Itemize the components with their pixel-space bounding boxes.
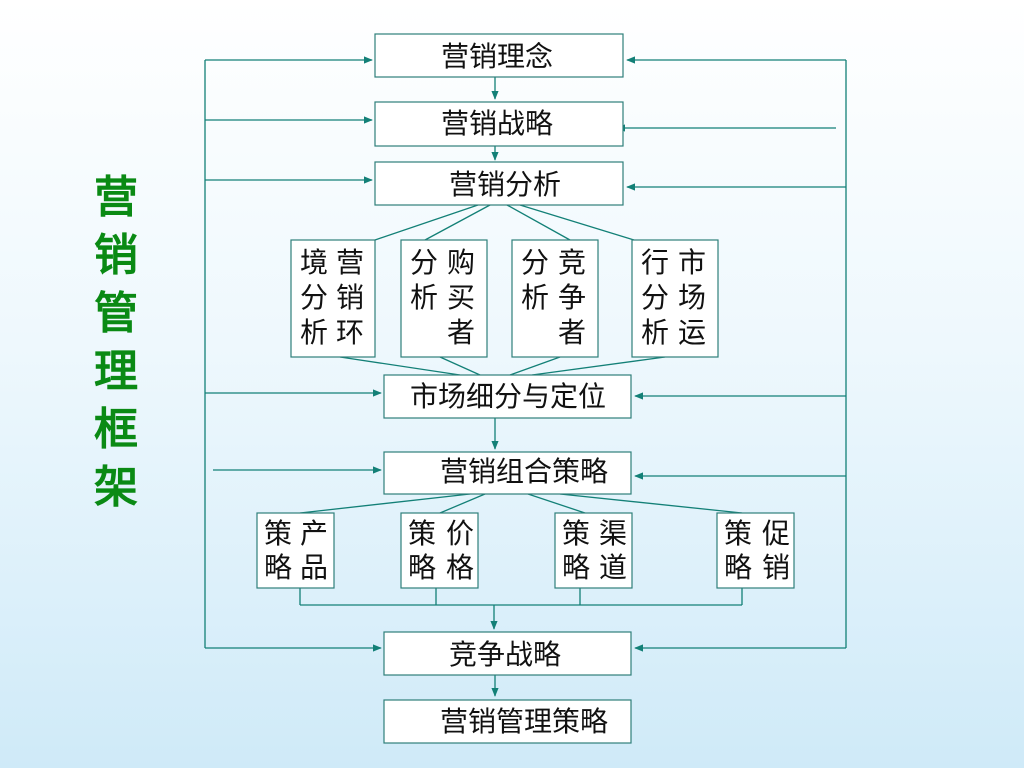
analysis-item-buyer: 购买者 分析 — [400, 239, 488, 358]
title-char-3: 管 — [94, 288, 138, 339]
mix-promotion-left: 策略 — [724, 517, 752, 584]
analysis-item-competitor: 竞争者 分析 — [511, 239, 599, 358]
analysis-env-right: 营销环 — [336, 246, 364, 349]
title-char-6: 架 — [94, 462, 138, 513]
mix-item-price: 价格 策略 — [400, 512, 479, 589]
mix-channel-right: 渠道 — [599, 517, 627, 584]
mix-item-product: 产品 策略 — [256, 512, 335, 589]
node-management: 营销管理策略 — [383, 699, 632, 744]
mix-item-promotion: 促销 策略 — [716, 512, 795, 589]
mix-item-channel: 渠道 策略 — [554, 512, 633, 589]
node-philosophy-label: 营销理念 — [441, 40, 553, 73]
node-analysis: 营销分析 — [374, 161, 624, 206]
title-char-5: 框 — [94, 404, 138, 455]
node-segmentation-label: 市场细分与定位 — [410, 380, 606, 413]
mix-channel-left: 策略 — [562, 517, 590, 584]
title-char-4: 理 — [94, 346, 138, 397]
mix-product-left: 策略 — [264, 517, 292, 584]
analysis-item-market: 市场运 行分析 — [631, 239, 719, 358]
node-management-label: 营销管理策略 — [440, 705, 608, 738]
node-analysis-label: 营销分析 — [449, 168, 561, 201]
mix-product-right: 产品 — [300, 517, 328, 584]
node-competition: 竞争战略 — [383, 631, 632, 676]
title-char-1: 营 — [94, 172, 138, 223]
node-strategy-label: 营销战略 — [441, 107, 553, 140]
title-char-2: 销 — [94, 230, 138, 281]
analysis-competitor-right: 竞争者 — [558, 246, 586, 349]
analysis-buyer-left: 分析 — [410, 246, 438, 314]
connectors — [204, 56, 847, 697]
analysis-market-right: 市场运 — [678, 246, 706, 349]
node-philosophy: 营销理念 — [374, 33, 624, 78]
analysis-market-left: 行分析 — [641, 246, 669, 349]
node-mix-label: 营销组合策略 — [440, 455, 608, 488]
mix-price-right: 价格 — [446, 517, 474, 584]
mix-promotion-right: 促销 — [762, 517, 790, 584]
node-strategy: 营销战略 — [374, 101, 624, 147]
analysis-buyer-right: 购买者 — [447, 246, 475, 349]
analysis-env-left: 境分析 — [300, 246, 328, 349]
vertical-title: 营 销 管 理 框 架 — [94, 172, 138, 513]
node-segmentation: 市场细分与定位 — [383, 374, 632, 419]
node-mix: 营销组合策略 — [383, 451, 632, 495]
analysis-item-environment: 营销环 境分析 — [290, 239, 376, 358]
mix-price-left: 策略 — [408, 517, 436, 584]
node-competition-label: 竞争战略 — [449, 638, 561, 671]
analysis-competitor-left: 分析 — [521, 246, 549, 314]
